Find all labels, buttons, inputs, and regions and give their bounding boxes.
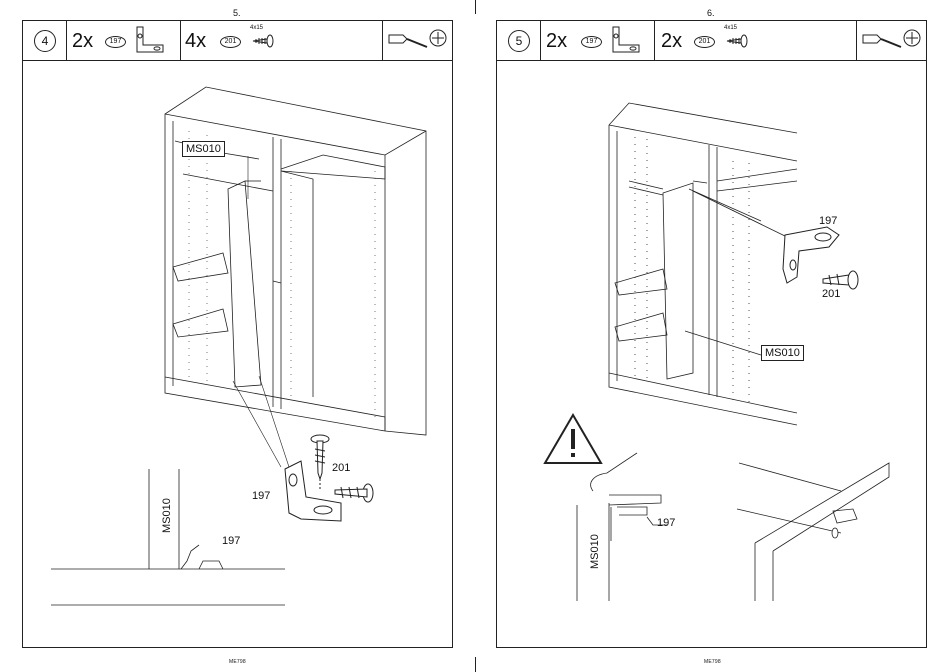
- screw-label: 201: [822, 288, 840, 300]
- crop-mark-bottom: [475, 657, 476, 672]
- footer-code: ME798: [229, 659, 246, 665]
- warning-icon: [545, 415, 601, 463]
- instruction-page-left: 4 2x 197 4x 201 4x15: [22, 20, 453, 648]
- detail-panel-label: MS010: [161, 498, 173, 533]
- wardrobe-illustration: [23, 21, 454, 621]
- footer-code: ME798: [704, 659, 721, 665]
- crop-mark-top: [475, 0, 476, 14]
- detail-bracket-label: 197: [657, 517, 675, 529]
- page-number: 5.: [233, 8, 241, 18]
- panel-label: MS010: [761, 345, 804, 361]
- detail-bracket-label: 197: [222, 535, 240, 547]
- page-number: 6.: [707, 8, 715, 18]
- bracket-label: 197: [252, 490, 270, 502]
- screw-label: 201: [332, 462, 350, 474]
- detail-panel-label: MS010: [589, 534, 601, 569]
- bracket-label: 197: [819, 215, 837, 227]
- panel-label: MS010: [182, 141, 225, 157]
- instruction-page-right: 5 2x 197 2x 201 4x15: [496, 20, 927, 648]
- wardrobe-illustration: [497, 21, 928, 621]
